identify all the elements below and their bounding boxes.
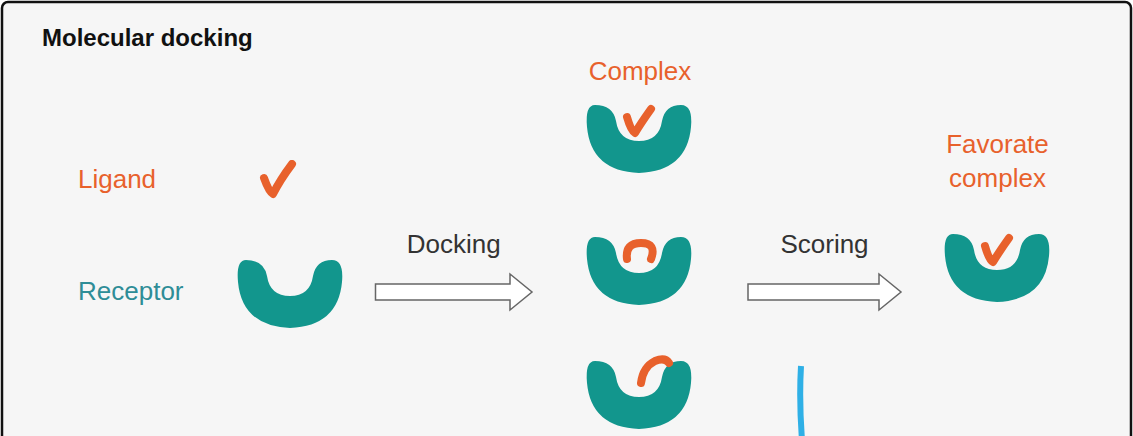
arrow-label: Docking — [407, 229, 501, 260]
node-label: Receptor — [78, 275, 184, 309]
ligand-stroke — [264, 164, 292, 194]
receptor-shape — [236, 252, 346, 332]
receptor-body — [587, 237, 692, 305]
molecule-node: Ligand — [78, 160, 298, 200]
block-arrow — [376, 274, 533, 310]
molecule-node: Receptor — [78, 252, 346, 332]
molecule-node: Favorate complex — [925, 128, 1070, 306]
receptor-shape — [585, 229, 695, 309]
diagram-title: Molecular docking — [42, 24, 253, 52]
ligand-stroke — [627, 109, 651, 133]
ligand-shape — [256, 160, 298, 200]
receptor-body — [944, 234, 1049, 302]
arrow-label: Scoring — [780, 229, 868, 260]
node-label: Favorate complex — [925, 128, 1070, 196]
node-label: Complex — [589, 55, 692, 89]
node-label: Ligand — [78, 163, 156, 197]
block-arrow — [748, 274, 901, 310]
blue-stroke — [800, 366, 802, 436]
ligand-stroke — [985, 238, 1009, 262]
receptor-body — [237, 260, 342, 328]
receptor-shape — [943, 226, 1053, 306]
molecule-node: Complex — [580, 55, 700, 433]
receptor-shape — [585, 353, 695, 433]
receptor-body — [587, 361, 692, 429]
ligand-stroke — [641, 359, 669, 383]
ligand-stroke — [627, 243, 653, 259]
receptor-body — [587, 105, 692, 173]
receptor-shape — [585, 97, 695, 177]
